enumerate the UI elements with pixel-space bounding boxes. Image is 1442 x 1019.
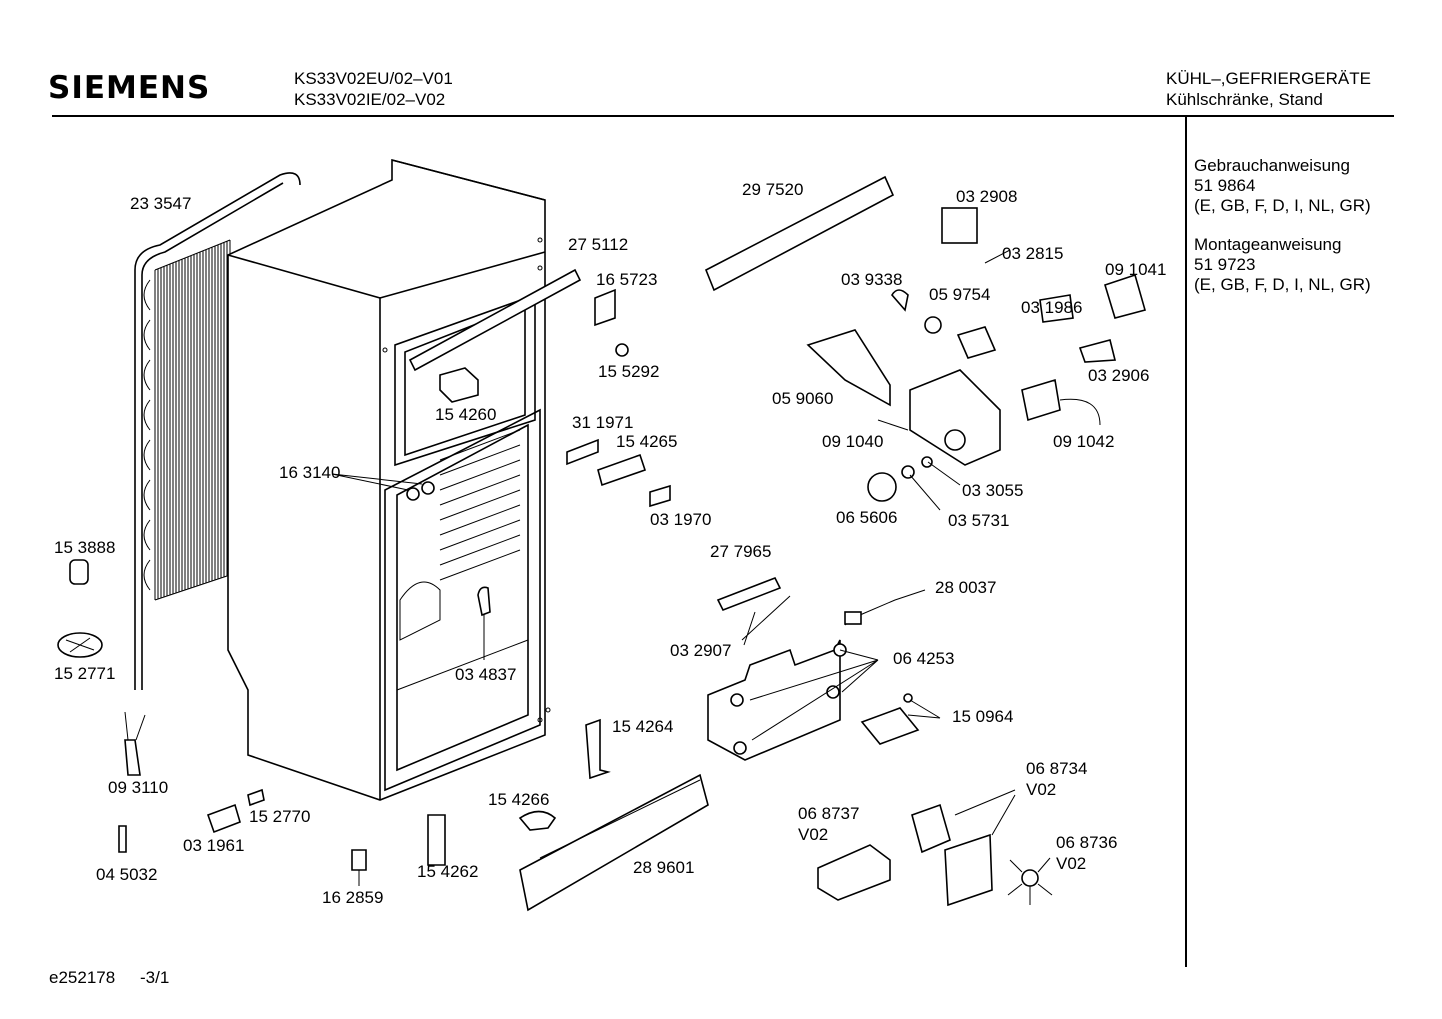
part-label: 28 9601 [633, 858, 695, 877]
header-rule [52, 115, 1394, 117]
part-label: 27 7965 [710, 542, 772, 561]
part-label: 05 9754 [929, 285, 991, 304]
part-label: 03 3055 [962, 481, 1024, 500]
part-label: 15 2771 [54, 664, 116, 683]
part-label: 16 3140 [279, 463, 341, 482]
hinges-drawing [566, 288, 671, 780]
manual-2-number: 51 9723 [1194, 255, 1256, 274]
part-label: 06 4253 [893, 649, 955, 668]
part-label: 03 1970 [650, 510, 712, 529]
part-label: 15 4262 [417, 862, 479, 881]
part-label: 15 4260 [435, 405, 497, 424]
top-strip-drawing [704, 175, 895, 292]
part-variant-label: V02 [1056, 854, 1087, 873]
part-label: 15 3888 [54, 538, 116, 557]
category-title: KÜHL–,GEFRIERGERÄTE [1166, 69, 1371, 88]
manual-1-languages: (E, GB, F, D, I, NL, GR) [1194, 196, 1371, 215]
model-number-1: KS33V02EU/02–V01 [294, 69, 453, 88]
part-label: 03 1961 [183, 836, 245, 855]
part-label: 03 2908 [956, 187, 1018, 206]
part-label: 06 8736 [1056, 833, 1118, 852]
part-label: 03 4837 [455, 665, 517, 684]
part-label: 16 5723 [596, 270, 658, 289]
part-label: 03 9338 [841, 270, 903, 289]
part-label: 27 5112 [568, 235, 629, 254]
part-label: 15 0964 [952, 707, 1014, 726]
category-subtitle: Kühlschränke, Stand [1166, 90, 1323, 109]
page-number: -3/1 [140, 968, 170, 987]
brand-logo: SIEMENS [48, 70, 211, 106]
part-label: 23 3547 [130, 194, 192, 213]
manual-2-languages: (E, GB, F, D, I, NL, GR) [1194, 275, 1371, 294]
control-unit-drawing [806, 207, 1146, 511]
small-parts-left-drawing [57, 559, 557, 886]
condenser-coil-drawing [134, 172, 301, 690]
manual-1-number: 51 9864 [1194, 176, 1256, 195]
part-label: 09 3110 [108, 778, 169, 797]
part-variant-label: V02 [1026, 780, 1057, 799]
manual-2-title: Montageanweisung [1194, 235, 1342, 254]
part-label: 15 5292 [598, 362, 660, 381]
part-label: 03 1986 [1021, 298, 1083, 317]
defrost-heater-drawing [707, 576, 941, 761]
cabinet-drawing [227, 158, 582, 801]
part-label: 15 4264 [612, 717, 674, 736]
part-label: 15 4266 [488, 790, 550, 809]
part-label: 09 1040 [822, 432, 884, 451]
part-label: 31 1971 [572, 413, 634, 432]
part-label: 09 1042 [1053, 432, 1115, 451]
part-label: 29 7520 [742, 180, 804, 199]
part-label: 03 2815 [1002, 244, 1064, 263]
part-label: 03 2907 [670, 641, 732, 660]
drawing-id: e252178 [49, 968, 116, 987]
part-label: 04 5032 [96, 865, 158, 884]
part-label: 15 2770 [249, 807, 311, 826]
part-label: 28 0037 [935, 578, 997, 597]
part-label: 06 8737 [798, 804, 860, 823]
part-label: 16 2859 [322, 888, 384, 907]
part-label: 15 4265 [616, 432, 678, 451]
base-panel-drawing [519, 773, 709, 912]
part-label: 06 5606 [836, 508, 898, 527]
manual-1-title: Gebrauchanweisung [1194, 156, 1350, 175]
part-label: 03 2906 [1088, 366, 1150, 385]
fan-motor-drawing [817, 789, 1053, 907]
model-number-2: KS33V02IE/02–V02 [294, 90, 446, 109]
part-label: 05 9060 [772, 389, 834, 408]
part-label: 03 5731 [948, 511, 1010, 530]
sidebar-divider [1185, 117, 1187, 967]
part-variant-label: V02 [798, 825, 829, 844]
part-label: 06 8734 [1026, 759, 1088, 778]
part-label: 09 1041 [1105, 260, 1167, 279]
